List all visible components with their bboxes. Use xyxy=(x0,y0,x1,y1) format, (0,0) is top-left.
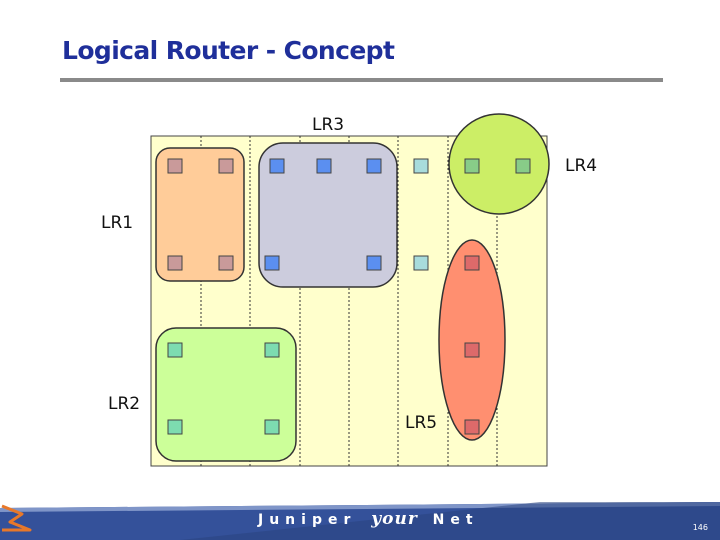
lr3-region xyxy=(258,142,398,288)
lr5-region xyxy=(438,239,506,441)
port-lr2 xyxy=(167,419,183,435)
port-unassigned xyxy=(413,255,429,271)
port-lr2 xyxy=(167,342,183,358)
port-lr3 xyxy=(264,255,280,271)
port-lr1 xyxy=(167,158,183,174)
brand-your: your xyxy=(371,509,418,529)
port-lr5 xyxy=(464,342,480,358)
footer-bar xyxy=(0,496,720,540)
slide-title: Logical Router - Concept xyxy=(62,36,395,65)
port-lr1 xyxy=(218,158,234,174)
port-unassigned xyxy=(413,158,429,174)
port-lr1 xyxy=(167,255,183,271)
lr3-label: LR3 xyxy=(312,115,344,135)
port-lr3 xyxy=(316,158,332,174)
port-lr2 xyxy=(264,342,280,358)
port-lr4 xyxy=(464,158,480,174)
lr1-label: LR1 xyxy=(101,213,133,233)
lr1-region xyxy=(155,147,245,282)
port-lr4 xyxy=(515,158,531,174)
footer-dark-wedge xyxy=(180,502,720,540)
juniper-swoosh-icon xyxy=(1,504,32,532)
title-divider xyxy=(60,78,663,82)
port-lr3 xyxy=(366,158,382,174)
port-lr5 xyxy=(464,255,480,271)
ports xyxy=(167,158,531,435)
lr4-region xyxy=(448,113,550,215)
port-lr2 xyxy=(264,419,280,435)
port-lr3 xyxy=(269,158,285,174)
port-lr1 xyxy=(218,255,234,271)
lr2-region xyxy=(155,327,297,462)
brand-juniper: Juniper xyxy=(258,512,357,528)
brand-net: Net xyxy=(432,512,479,528)
footer-brand: Juniper your Net xyxy=(258,509,479,529)
lr2-label: LR2 xyxy=(108,394,140,414)
lr4-label: LR4 xyxy=(565,156,597,176)
lr5-label: LR5 xyxy=(405,413,437,433)
port-lr5 xyxy=(464,419,480,435)
page-number: 146 xyxy=(692,523,708,532)
port-lr3 xyxy=(366,255,382,271)
